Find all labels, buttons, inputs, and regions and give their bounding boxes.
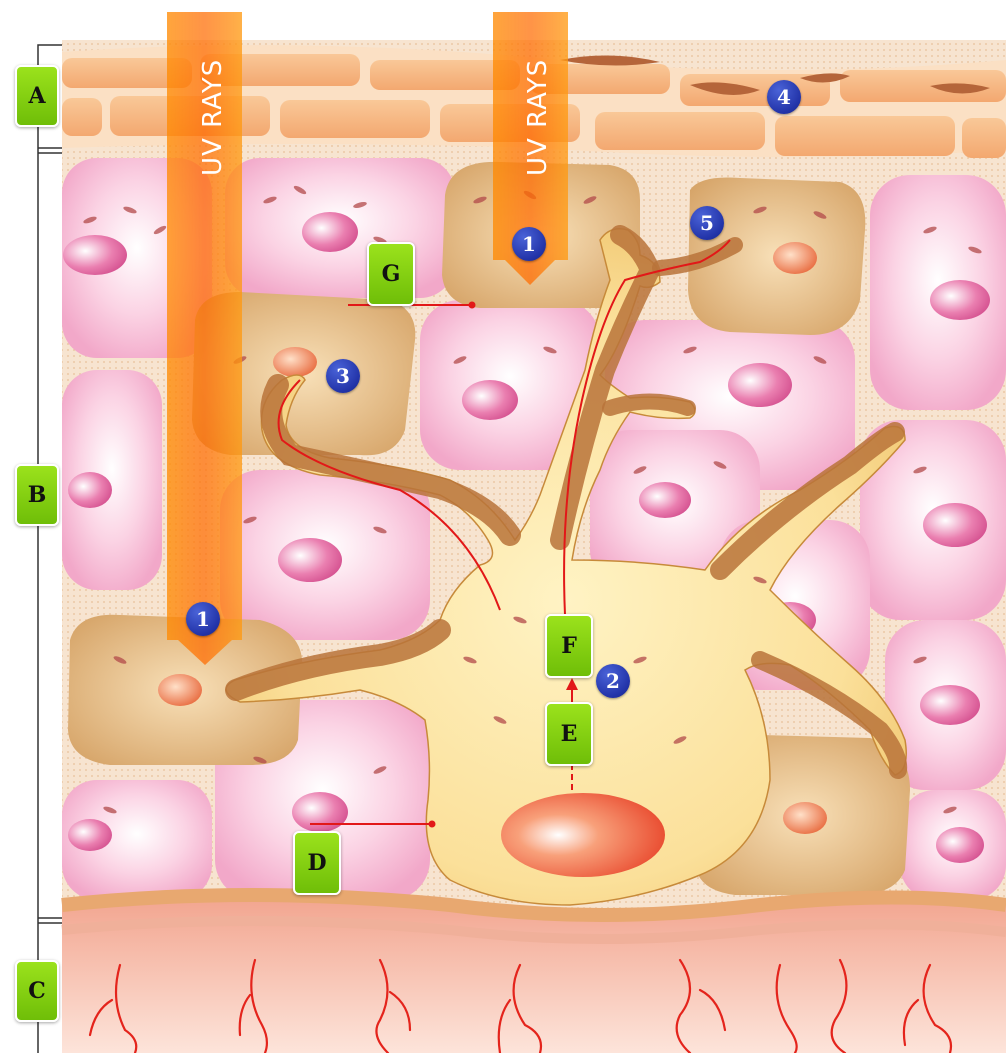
part-label-g: G [367, 242, 415, 306]
layer-label-c: C [15, 960, 59, 1022]
uv-rays-label-left: UV RAYS [198, 59, 228, 176]
step-badge-5: 5 [690, 206, 724, 240]
uv-rays-label-top: UV RAYS [523, 59, 553, 176]
step-badge-3: 3 [326, 359, 360, 393]
step-badge-2: 2 [596, 664, 630, 698]
dermis-layer [62, 895, 1006, 1053]
part-label-e: E [545, 702, 593, 766]
layer-label-b: B [15, 464, 59, 526]
step-badge-1-top: 1 [512, 227, 546, 261]
layer-label-a: A [15, 65, 59, 127]
layer-bracket [38, 45, 62, 1053]
part-label-d: D [293, 831, 341, 895]
step-badge-1-left: 1 [186, 602, 220, 636]
step-badge-4: 4 [767, 80, 801, 114]
part-label-f: F [545, 614, 593, 678]
